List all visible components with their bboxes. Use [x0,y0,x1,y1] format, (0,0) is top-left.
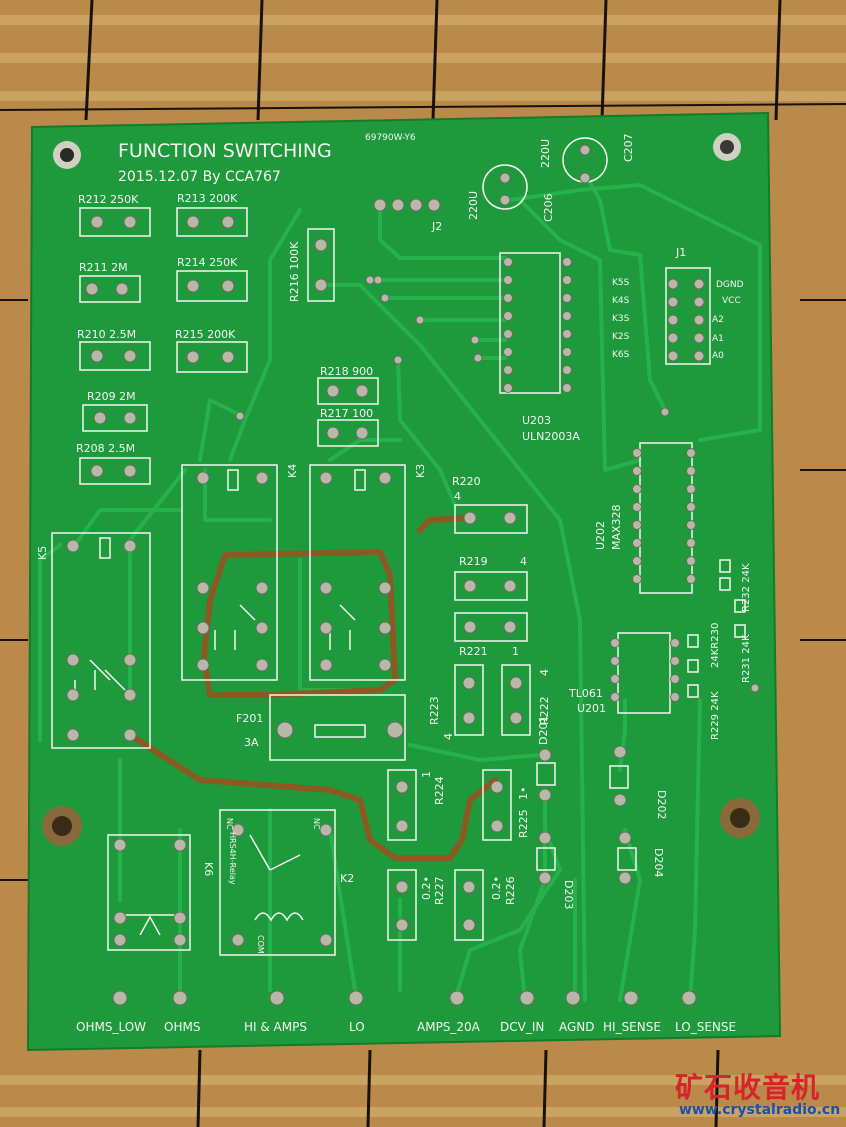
label-c206-value: 220U [467,191,480,220]
label-d204: D204 [652,848,665,877]
label-r219: R219 [459,555,488,568]
pcb-board [26,111,782,1052]
connector-agnd: AGND [559,1020,595,1034]
connector-dcv-in: DCV_IN [500,1020,544,1034]
silkscreen-outlines [51,137,746,956]
label-r223: R223 [428,696,441,725]
label-r217: R217 100 [320,407,373,420]
label-r227-value: 0.2• [420,876,433,900]
label-nc-right: NC [312,818,321,830]
label-r213: R213 200K [177,192,238,205]
connector-amps-20a: AMPS_20A [417,1020,481,1034]
label-r222-value: 4 [538,669,551,676]
board-title: FUNCTION SWITCHING [118,140,332,162]
label-r210: R210 2.5M [77,328,136,341]
label-r221: R221 [459,645,488,658]
label-r218: R218 900 [320,365,373,378]
label-d201: D201 [537,716,550,745]
label-r223-value: 4 [442,733,455,740]
label-r227: R227 [433,876,446,905]
label-r209: R209 2M [87,390,136,403]
watermark-cn: 矿石收音机 [675,1071,821,1104]
label-r211: R211 2M [79,261,128,274]
label-max328: MAX328 [610,504,623,550]
label-a2: A2 [712,315,724,325]
label-r212: R212 250K [78,193,139,206]
label-r222: R222 [538,696,551,725]
label-k2s: K2S [612,332,630,342]
label-k3: K3 [414,464,427,478]
label-r224: R224 [433,776,446,805]
label-r232: R232 24K [741,563,752,612]
connector-lo-sense: LO_SENSE [675,1020,736,1034]
label-k6: K6 [202,862,215,876]
label-f201-value: 3A [244,736,259,749]
connector-lo: LO [349,1020,365,1034]
watermark-url: www.crystalradio.cn [679,1102,841,1118]
connector-hi-sense: HI_SENSE [603,1020,661,1034]
board-date-author: 2015.12.07 By CCA767 [118,169,281,185]
label-k4: K4 [286,464,299,478]
label-j1: J1 [675,246,686,259]
label-a1: A1 [712,334,724,344]
connector-ohms-low: OHMS_LOW [76,1020,146,1034]
label-u203: U203 [522,414,551,427]
label-r231: R231 24K [741,634,752,683]
label-hrs-relay: HRS4H-Relay [228,832,237,885]
label-c206: C206 [542,193,555,222]
connector-ohms: OHMS [164,1020,200,1034]
label-r215: R215 200K [175,328,236,341]
label-r219-value: 4 [520,555,527,568]
label-j2: J2 [431,220,442,233]
label-r224-value: 1 [420,771,433,778]
label-dgnd: DGND [716,280,744,290]
mounting-holes [42,133,760,846]
label-u201: U201 [577,702,606,715]
label-com: COM [256,935,265,954]
label-r221-value: 1 [512,645,519,658]
label-a0: A0 [712,351,724,361]
label-u202: U202 [594,521,607,550]
solder-pads [66,144,760,1006]
label-r216: R216 100K [288,241,301,302]
label-r220-value: 4 [454,490,461,503]
watermark: 矿石收音机 www.crystalradio.cn [675,1066,840,1122]
label-k4s: K4S [612,296,630,306]
label-tl061: TL061 [568,687,603,700]
label-d203: D203 [562,880,575,909]
label-r208: R208 2.5M [76,442,135,455]
label-vcc: VCC [722,296,741,306]
label-nc-left: NC [225,818,234,830]
copper-high-current [127,515,498,861]
label-c207: C207 [622,133,635,162]
label-k5: K5 [36,546,49,560]
label-r225: R225 [517,809,530,838]
label-r214: R214 250K [177,256,238,269]
label-r226-value: 0.2• [490,876,503,900]
label-k6s: K6S [612,350,630,360]
label-k2: K2 [340,872,354,885]
label-uln2003a: ULN2003A [522,430,580,443]
part-code: 69790W-Y6 [365,133,416,143]
silkscreen-text: FUNCTION SWITCHING 2015.12.07 By CCA767 … [36,133,752,1034]
label-k5s: K5S [612,278,630,288]
label-c207-value: 220U [539,139,552,168]
label-r229: R229 24K [710,691,721,740]
label-r225-value: 1• [517,787,530,801]
label-r226: R226 [504,876,517,905]
label-f201: F201 [236,712,263,725]
connector-hi-amps: HI & AMPS [244,1020,307,1034]
label-r220: R220 [452,475,481,488]
label-d202: D202 [655,790,668,819]
label-k3s: K3S [612,314,630,324]
label-r230: 24KR230 [710,623,721,668]
